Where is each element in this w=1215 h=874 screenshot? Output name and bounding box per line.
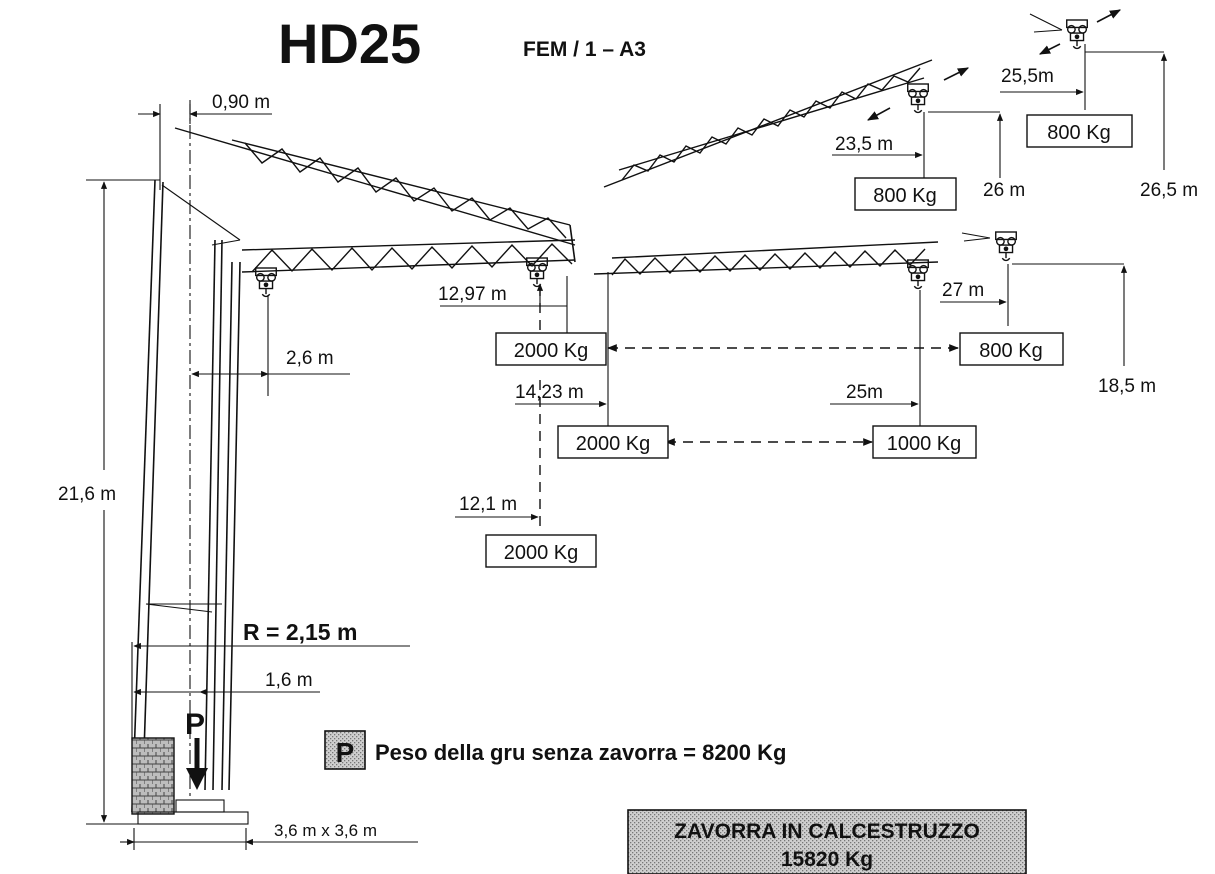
ballast-line-1: ZAVORRA IN CALCESTRUZZO [674,820,980,843]
ballast-blocks [131,737,175,815]
dim-14-23: 14,23 m [515,382,584,403]
svg-text:2000 Kg: 2000 Kg [504,542,579,564]
load-box-1000: 1000 Kg [872,425,977,459]
svg-text:800 Kg: 800 Kg [979,340,1042,362]
load-box-2000-c: 2000 Kg [485,534,597,568]
jib-working-position [174,127,576,298]
jib-inclined [603,9,1121,188]
dimension-lines [86,44,1168,850]
jib-extended-horizontal [593,231,1017,290]
weight-arrow [186,768,208,790]
dim-1-6: 1,6 m [265,670,313,691]
weight-symbol-box [324,730,366,770]
svg-text:1000 Kg: 1000 Kg [887,433,962,455]
load-box-800-a: 800 Kg [959,332,1064,366]
weight-symbol-on-crane: P [185,708,205,741]
dim-0-90: 0,90 m [212,92,270,113]
weight-text: Peso della gru senza zavorra = 8200 Kg [375,740,786,765]
svg-text:2000 Kg: 2000 Kg [576,433,651,455]
fem-classification: FEM / 1 – A3 [523,38,646,61]
load-box-800-c: 800 Kg [1026,114,1133,148]
crane-mast [131,179,241,813]
base-dimension: 3,6 m x 3,6 m [274,821,377,840]
load-box-2000-b: 2000 Kg [557,425,669,459]
dim-25: 25m [846,382,883,403]
load-box-2000-a: 2000 Kg [495,332,607,366]
dim-26: 26 m [983,180,1025,201]
svg-text:800 Kg: 800 Kg [873,185,936,207]
dim-26-5: 26,5 m [1140,180,1198,201]
crane-base [131,737,249,825]
radius-label: R = 2,15 m [243,619,357,645]
load-box-800-b: 800 Kg [854,177,957,211]
dim-18-5: 18,5 m [1098,376,1156,397]
svg-text:2000 Kg: 2000 Kg [514,340,589,362]
dim-27: 27 m [942,280,984,301]
dim-25-5: 25,5m [1001,66,1054,87]
dim-12-1: 12,1 m [459,494,517,515]
ballast-line-2: 15820 Kg [781,848,873,871]
ballast-box: ZAVORRA IN CALCESTRUZZO 15820 Kg [627,809,1027,874]
dim-21-6: 21,6 m [58,484,116,505]
svg-text:800 Kg: 800 Kg [1047,122,1110,144]
weight-symbol-legend: P [336,737,355,768]
weight-legend: P Peso della gru senza zavorra = 8200 Kg [324,730,786,770]
dim-23-5: 23,5 m [835,134,893,155]
dim-12-97: 12,97 m [438,284,507,305]
dim-2-6: 2,6 m [286,348,334,369]
model-title: HD25 [278,12,421,75]
